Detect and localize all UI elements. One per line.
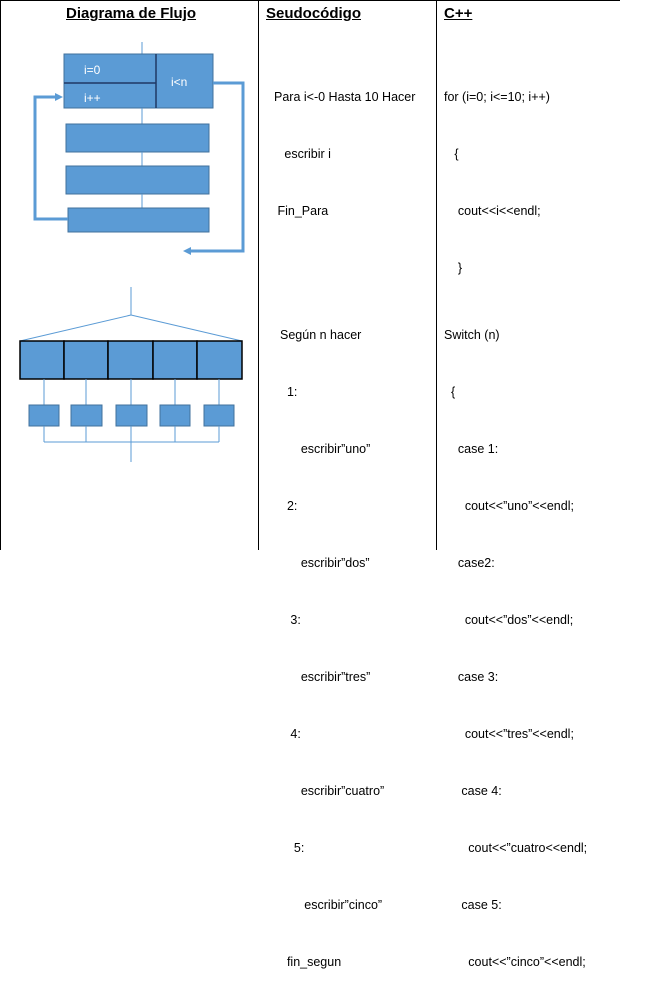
action-box-5 (203, 404, 235, 427)
code-line: 1: (280, 385, 298, 399)
header-pseudocode: Seudocódigo (266, 5, 361, 22)
flowchart-diagrams: i=0 i++ i<n (19, 42, 245, 462)
code-line: cout<<”cuatro<<endl; (444, 841, 588, 855)
switch-fan-right (130, 314, 243, 342)
code-line: escribir i (274, 147, 331, 161)
code-line: { (444, 385, 456, 399)
cpp-switch-block: Switch (n) { case 1: cout<<”uno”<<endl; … (444, 288, 587, 991)
switch-fan-left (19, 314, 132, 342)
code-line: case2: (444, 556, 495, 570)
code-line: escribir”cinco” (280, 898, 383, 912)
switch-diagram (19, 287, 243, 462)
action-box-2 (70, 404, 103, 427)
case-box-5 (196, 340, 243, 380)
header-cpp: C++ (444, 5, 473, 22)
for-loop-diagram: i=0 i++ i<n (33, 42, 245, 255)
code-line: case 1: (444, 442, 499, 456)
code-line: Según n hacer (280, 328, 362, 342)
code-line: for (i=0; i<=10; i++) (444, 90, 550, 104)
code-line: escribir”uno” (280, 442, 371, 456)
increment-label: i++ (84, 91, 101, 105)
code-line: } (444, 261, 463, 275)
loop-body-box-1 (65, 123, 210, 153)
column-divider-1 (258, 0, 259, 550)
column-divider-2 (436, 0, 437, 550)
code-line: cout<<”cinco”<<endl; (444, 955, 586, 969)
code-line: cout<<i<<endl; (444, 204, 541, 218)
code-line: case 5: (444, 898, 502, 912)
code-line: fin_segun (280, 955, 342, 969)
code-line: 4: (280, 727, 301, 741)
pseudocode-for-block: Para i<-0 Hasta 10 Hacer escribir i Fin_… (274, 50, 415, 240)
loop-exit-arrow (183, 81, 245, 255)
code-line: 5: (280, 841, 305, 855)
loop-body-box-2 (65, 165, 210, 195)
table-top-border (0, 0, 620, 1)
code-line: escribir”tres” (280, 670, 371, 684)
code-line: Switch (n) (444, 328, 500, 342)
code-line: 2: (280, 499, 298, 513)
code-line: { (444, 147, 459, 161)
code-line: case 3: (444, 670, 499, 684)
for-header-box (63, 53, 214, 109)
case-box-4 (152, 340, 198, 380)
action-box-1 (28, 404, 60, 427)
code-line: escribir”dos” (280, 556, 370, 570)
code-line: Para i<-0 Hasta 10 Hacer (274, 90, 416, 104)
code-line: case 4: (444, 784, 502, 798)
condition-label: i<n (171, 75, 187, 89)
code-line: 3: (280, 613, 301, 627)
code-line: cout<<”uno”<<endl; (444, 499, 574, 513)
code-line: Fin_Para (274, 204, 329, 218)
action-box-3 (115, 404, 148, 427)
pseudocode-switch-block: Según n hacer 1: escribir”uno” 2: escrib… (280, 288, 384, 991)
case-box-2 (63, 340, 109, 380)
code-line: escribir”cuatro” (280, 784, 385, 798)
action-box-4 (159, 404, 191, 427)
case-box-1 (19, 340, 65, 380)
loop-back-arrow (33, 93, 68, 221)
loop-body-box-3 (67, 207, 210, 233)
code-line: cout<<”tres”<<endl; (444, 727, 574, 741)
header-flowchart: Diagrama de Flujo (66, 5, 197, 22)
case-box-3 (107, 340, 154, 380)
code-line: cout<<”dos”<<endl; (444, 613, 574, 627)
table-left-border (0, 0, 1, 550)
init-label: i=0 (84, 63, 101, 77)
cpp-for-block: for (i=0; i<=10; i++) { cout<<i<<endl; } (444, 50, 550, 297)
